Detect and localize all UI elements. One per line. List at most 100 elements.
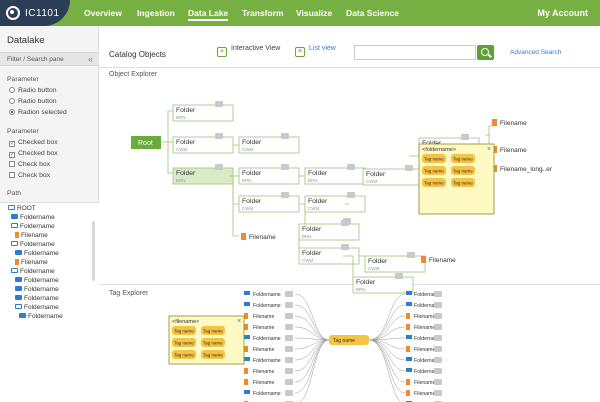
tree-item[interactable]: Foldername (15, 277, 59, 284)
tag-chip[interactable] (201, 338, 225, 347)
close-icon[interactable]: × (487, 146, 491, 153)
checkmark-icon[interactable]: ✓ (9, 141, 15, 147)
close-icon[interactable]: × (237, 318, 241, 325)
tag-link (294, 339, 330, 394)
radio-selected-icon[interactable] (9, 109, 15, 115)
checkbox-icon[interactable] (9, 161, 15, 167)
advanced-search-link[interactable]: Advanced Search (510, 49, 562, 56)
tag-chip[interactable] (451, 178, 475, 187)
nav-ingestion[interactable]: Ingestion (137, 8, 175, 18)
my-account-link[interactable]: My Account (537, 8, 588, 18)
folder-node-label: Folder (176, 139, 196, 146)
folder-node-sub: BRN (176, 115, 186, 120)
folder-node-label: Folder (176, 107, 196, 114)
folder-node-sub: BRN (308, 178, 318, 183)
tag-chip[interactable] (172, 338, 196, 347)
tag-chip-label: Tag name (453, 181, 473, 186)
tree-item-root[interactable]: ROOT (8, 205, 36, 212)
tag-chip[interactable] (451, 154, 475, 163)
nav-visualize[interactable]: Visualize (296, 8, 333, 18)
checkbox-option-checked[interactable]: ✓Checked box (9, 150, 58, 158)
folder-icon (11, 214, 18, 219)
brand[interactable]: IC1101 (0, 0, 70, 26)
folder-node[interactable] (352, 276, 414, 294)
tree-item[interactable]: Foldername (11, 241, 55, 248)
tag-chip-label: Tag name (203, 329, 223, 334)
radio-icon[interactable] (9, 98, 15, 104)
nav-data-lake[interactable]: Data Lake (188, 0, 229, 26)
tag-chip[interactable] (422, 166, 446, 175)
tree-item[interactable]: Foldername (15, 250, 59, 257)
tree-item[interactable]: Foldername (11, 223, 55, 230)
tag-chip-label: Tag name (424, 169, 444, 174)
tag-explorer-left-item: Foldername (253, 391, 281, 397)
radio-icon[interactable] (9, 87, 15, 93)
folder-node-sub: BRN (356, 287, 366, 292)
filter-search-pane-header[interactable]: Filter / Search pane « (0, 52, 99, 66)
file-node-label-long: Filename_long..er (500, 166, 553, 173)
top-navigation-bar: IC1101 Overview Ingestion Data Lake Tran… (0, 0, 600, 26)
tag-chip[interactable] (422, 154, 446, 163)
tree-item[interactable]: Filename (15, 259, 48, 266)
file-icon (406, 324, 410, 330)
folder-icon (406, 335, 412, 339)
tag-explorer-right-item: Filename (414, 380, 435, 386)
folder-node[interactable] (364, 255, 426, 273)
tree-item[interactable]: Filename (15, 232, 48, 239)
folder-node-label: Folder (308, 170, 328, 177)
folder-node-label: Folder (302, 250, 322, 257)
folder-node-label: Folder (242, 198, 262, 205)
nav-overview[interactable]: Overview (84, 8, 122, 18)
nav-transform[interactable]: Transform (242, 8, 284, 18)
tree-scrollbar[interactable] (92, 221, 95, 281)
tree-item[interactable]: Foldername (11, 214, 55, 221)
tag-chip[interactable] (201, 350, 225, 359)
interactive-view-toggle[interactable]: ⋄Interactive View (217, 45, 280, 57)
tag-chip[interactable] (422, 178, 446, 187)
folder-node[interactable] (238, 136, 300, 154)
count-badge (285, 324, 293, 330)
tag-chip-label: Tag name (453, 157, 473, 162)
collapse-icon[interactable]: « (87, 54, 93, 64)
tree-item[interactable]: Foldername (11, 268, 55, 275)
checkbox-option[interactable]: Check box (9, 161, 50, 168)
tree-item[interactable]: Foldername (19, 313, 63, 320)
tree-item[interactable]: Foldername (15, 304, 59, 311)
tag-chip[interactable] (201, 326, 225, 335)
root-node[interactable] (131, 136, 161, 149)
checkbox-option[interactable]: Check box (9, 172, 50, 179)
count-badge (434, 379, 442, 385)
center-tag-chip[interactable] (329, 335, 369, 345)
checkbox-option-checked[interactable]: ✓Checked box (9, 139, 58, 147)
tag-chip[interactable] (172, 326, 196, 335)
tag-chip-label: Tag name (203, 353, 223, 358)
radio-option-selected[interactable]: Radion selected (9, 109, 67, 116)
search-input[interactable] (354, 45, 476, 60)
folder-node-label: Folder (308, 198, 328, 205)
file-icon (15, 259, 19, 265)
checkmark-icon[interactable]: ✓ (9, 152, 15, 158)
tag-chip[interactable] (451, 166, 475, 175)
tag-explorer-right-item: Foldername (414, 303, 442, 309)
radio-option[interactable]: Radio button (9, 98, 57, 105)
list-view-toggle[interactable]: ≡List view (295, 45, 336, 57)
tag-link (299, 339, 330, 402)
connector-line (232, 176, 239, 205)
tag-chip-label: Tag name (453, 169, 473, 174)
checkbox-icon[interactable] (9, 172, 15, 178)
count-badge (281, 133, 289, 139)
tree-item[interactable]: Foldername (15, 286, 59, 293)
tag-explorer-right-item: Filename (414, 314, 435, 320)
tag-chip[interactable] (172, 350, 196, 359)
tree-item[interactable]: Foldername (15, 295, 59, 302)
search-button[interactable] (477, 45, 494, 60)
folder-node[interactable] (172, 104, 234, 122)
folder-open-icon (11, 268, 18, 273)
tag-explorer-right-item: Filename (414, 391, 435, 397)
radio-option[interactable]: Radio button (9, 87, 57, 94)
folder-icon (244, 357, 250, 361)
count-badge (395, 273, 403, 279)
nav-data-science[interactable]: Data Science (346, 8, 399, 18)
folder-node[interactable] (304, 195, 366, 213)
object-explorer-graph: RootFolderBRNFolderCWMFolderBRNFolderCWM… (131, 101, 553, 402)
